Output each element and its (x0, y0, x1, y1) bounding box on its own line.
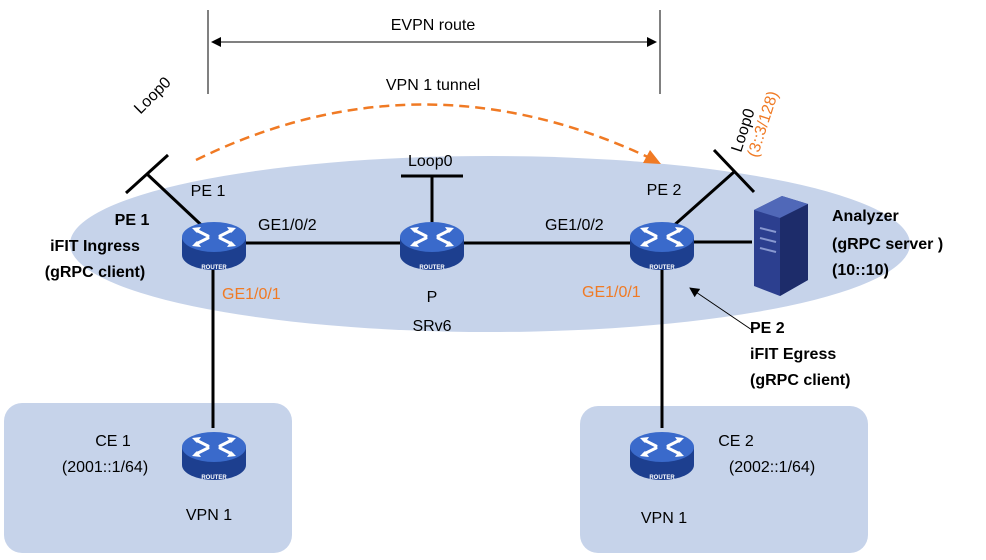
router-badge-label: ROUTER (649, 475, 675, 481)
p-name: P (427, 289, 438, 306)
pe1-role-line2: iFIT Ingress (50, 238, 140, 255)
router-pe2: ROUTER (628, 220, 696, 272)
pe2-name: PE 2 (647, 182, 682, 199)
router-pe1: ROUTER (180, 220, 248, 272)
ce2-name: CE 2 (718, 433, 754, 450)
pe1-loop-label: Loop0 (131, 74, 175, 118)
pe2-port-ge101: GE1/0/1 (582, 284, 641, 301)
pe2-role-line1: PE 2 (750, 320, 785, 337)
pe1-loop-bar (124, 153, 170, 195)
router-badge-label: ROUTER (649, 265, 675, 271)
pe1-role-line1: PE 1 (115, 212, 150, 229)
evpn-route-label: EVPN route (391, 17, 476, 34)
analyzer-line1: Analyzer (832, 208, 899, 225)
analyzer-line2: (gRPC server ) (832, 236, 943, 253)
pe2-port-ge102: GE1/0/2 (545, 217, 604, 234)
pe2-role-line2: iFIT Egress (750, 346, 836, 363)
vpn-tunnel-arc (195, 103, 651, 162)
router-ce2: ROUTER (628, 430, 696, 482)
pe1-role-line3: (gRPC client) (45, 264, 145, 281)
vpn1-site-right (580, 406, 868, 553)
p-loop-label: Loop0 (408, 153, 453, 170)
pe2-callout-arrow (689, 287, 753, 331)
router-badge-label: ROUTER (201, 265, 227, 271)
router-badge-label: ROUTER (201, 475, 227, 481)
ce1-name: CE 1 (95, 433, 131, 450)
pe1-name: PE 1 (191, 183, 226, 200)
ce1-address: (2001::1/64) (62, 459, 148, 476)
pe2-loop-bar (712, 148, 756, 194)
ce2-vpn-label: VPN 1 (641, 510, 687, 527)
pe1-port-ge101: GE1/0/1 (222, 286, 281, 303)
vpn-tunnel-label: VPN 1 tunnel (386, 77, 480, 94)
vpn1-site-left (4, 403, 292, 553)
pe2-role-line3: (gRPC client) (750, 372, 850, 389)
pe1-port-ge102: GE1/0/2 (258, 217, 317, 234)
analyzer-server-icon (754, 196, 808, 296)
router-ce1: ROUTER (180, 430, 248, 482)
analyzer-line3: (10::10) (832, 262, 889, 279)
ce1-vpn-label: VPN 1 (186, 507, 232, 524)
router-badge-label: ROUTER (419, 265, 445, 271)
tunnel-arrowhead-icon (643, 150, 661, 164)
router-p: ROUTER (398, 220, 466, 272)
srv6-label: SRv6 (412, 318, 451, 335)
pe2-loop-label-group: Loop0 (3::3/128) (729, 89, 782, 159)
ce2-address: (2002::1/64) (729, 459, 815, 476)
